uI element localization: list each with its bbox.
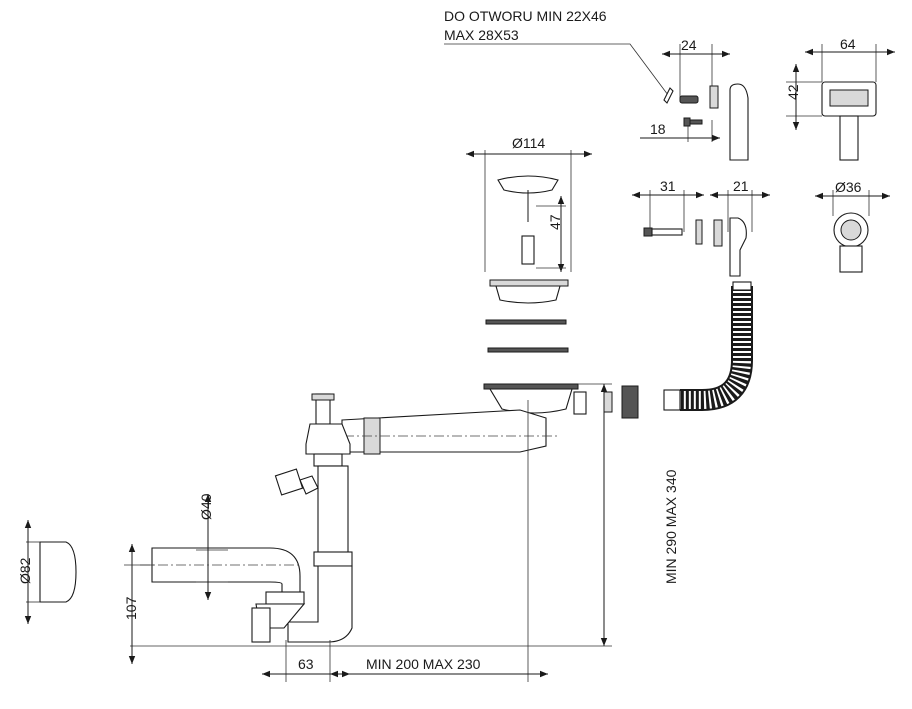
dim-47: 47	[547, 214, 563, 230]
side-inlet-40	[140, 494, 306, 643]
drain-body-and-gaskets	[485, 279, 569, 353]
strainer-basket	[466, 150, 592, 272]
overflow-head	[786, 44, 895, 161]
note-leader-line	[444, 43, 669, 96]
width-dimension-lines	[262, 400, 548, 682]
overflow-connector-parts	[632, 190, 770, 277]
dim-18: 18	[650, 121, 666, 137]
dim-42: 42	[785, 84, 801, 100]
dim-24: 24	[681, 37, 697, 53]
dim-64: 64	[840, 36, 856, 52]
dim-63: 63	[298, 656, 314, 672]
hole-size-note-line2: MAX 28X53	[444, 27, 519, 43]
dim-107: 107	[123, 596, 139, 620]
siphon-body	[274, 393, 353, 643]
dim-21: 21	[733, 178, 749, 194]
installed-sink-drain	[483, 383, 639, 419]
dim-d36: Ø36	[835, 179, 862, 195]
dim-31: 31	[660, 178, 676, 194]
dim-width-range: MIN 200 MAX 230	[366, 656, 481, 672]
dim-d40: Ø40	[198, 493, 214, 520]
cap-82	[24, 520, 77, 624]
overflow-screw-parts	[640, 44, 749, 161]
dim-d114: Ø114	[512, 135, 545, 151]
dim-d82: Ø82	[17, 557, 33, 584]
overflow-flex-hose	[663, 281, 753, 411]
hole-size-note-line1: DO OTWORU MIN 22X46	[444, 8, 607, 24]
height-dimension-lines	[124, 383, 612, 664]
overflow-outlet-36	[815, 190, 890, 273]
dim-height-range: MIN 290 MAX 340	[663, 469, 679, 584]
siphon-horizontal-arm	[308, 409, 560, 455]
